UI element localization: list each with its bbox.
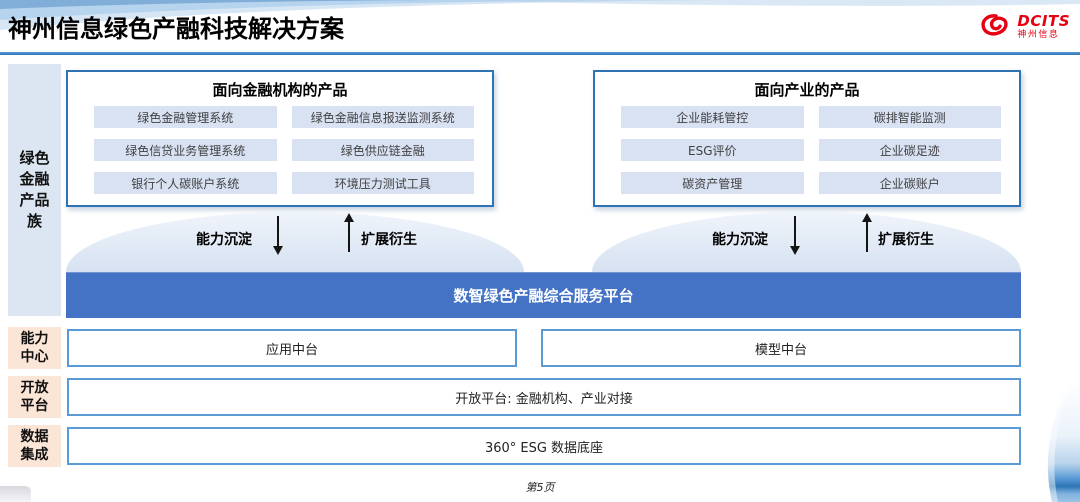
expand-derive-label-left: 扩展衍生: [361, 232, 417, 248]
capability-center-label: 能力 中心: [8, 327, 61, 369]
application-middle-platform-box: 应用中台: [67, 329, 517, 367]
capability-sink-label-right: 能力沉淀: [712, 232, 768, 248]
page-number: 第5页: [525, 481, 555, 494]
product-item: 绿色供应链金融: [291, 139, 474, 161]
down-arrow-icon-right: [790, 216, 800, 255]
dome-decoration-right: [592, 212, 1021, 272]
capability-sink-label-left: 能力沉淀: [196, 232, 252, 248]
finance-products-title: 面向金融机构的产品: [212, 81, 348, 99]
logo-text: DCITS 神州信息: [1017, 14, 1070, 40]
product-family-sidebar: 绿色 金融 产品 族: [8, 64, 61, 316]
industry-products-box: 面向产业的产品 企业能耗管控 碳排智能监测 ESG评价 企业碳足迹 碳资产管理 …: [593, 70, 1021, 207]
data-integration-label: 数据 集成: [8, 425, 61, 467]
logo-sub-text: 神州信息: [1017, 30, 1060, 40]
corner-tab-decoration: [0, 486, 31, 502]
open-platform-box: 开放平台: 金融机构、产业对接: [67, 378, 1021, 416]
down-arrow-icon-left: [273, 216, 283, 255]
dome-decoration-left: [66, 212, 524, 272]
product-item: 环境压力测试工具: [291, 172, 474, 194]
logo-swirl-icon: [981, 14, 1009, 36]
model-middle-platform-box: 模型中台: [541, 329, 1021, 367]
product-item: 银行个人碳账户系统: [94, 172, 277, 194]
industry-products-title: 面向产业的产品: [754, 81, 860, 99]
product-item: 碳资产管理: [621, 172, 804, 194]
expand-derive-label-right: 扩展衍生: [878, 232, 934, 248]
logo-brand-text: DCITS: [1017, 12, 1070, 30]
product-item: ESG评价: [621, 139, 804, 161]
platform-bar: 数智绿色产融综合服务平台: [66, 272, 1021, 318]
industry-products-grid: 企业能耗管控 碳排智能监测 ESG评价 企业碳足迹 碳资产管理 企业碳账户: [621, 106, 1001, 194]
page-title: 神州信息绿色产融科技解决方案: [8, 15, 344, 43]
open-platform-label: 开放 平台: [8, 376, 61, 418]
product-item: 绿色信贷业务管理系统: [94, 139, 277, 161]
up-arrow-icon-left: [344, 213, 354, 252]
product-item: 企业能耗管控: [621, 106, 804, 128]
finance-products-box: 面向金融机构的产品 绿色金融管理系统 绿色金融信息报送监测系统 绿色信贷业务管理…: [66, 70, 494, 207]
product-item: 绿色金融信息报送监测系统: [291, 106, 474, 128]
up-arrow-icon-right: [862, 213, 872, 252]
data-base-box: 360° ESG 数据底座: [67, 427, 1021, 465]
company-logo: DCITS 神州信息: [979, 12, 1070, 42]
product-item: 企业碳足迹: [818, 139, 1001, 161]
product-item: 绿色金融管理系统: [94, 106, 277, 128]
finance-products-grid: 绿色金融管理系统 绿色金融信息报送监测系统 绿色信贷业务管理系统 绿色供应链金融…: [94, 106, 474, 194]
title-underline: [0, 52, 1080, 55]
product-item: 企业碳账户: [818, 172, 1001, 194]
product-item: 碳排智能监测: [818, 106, 1001, 128]
